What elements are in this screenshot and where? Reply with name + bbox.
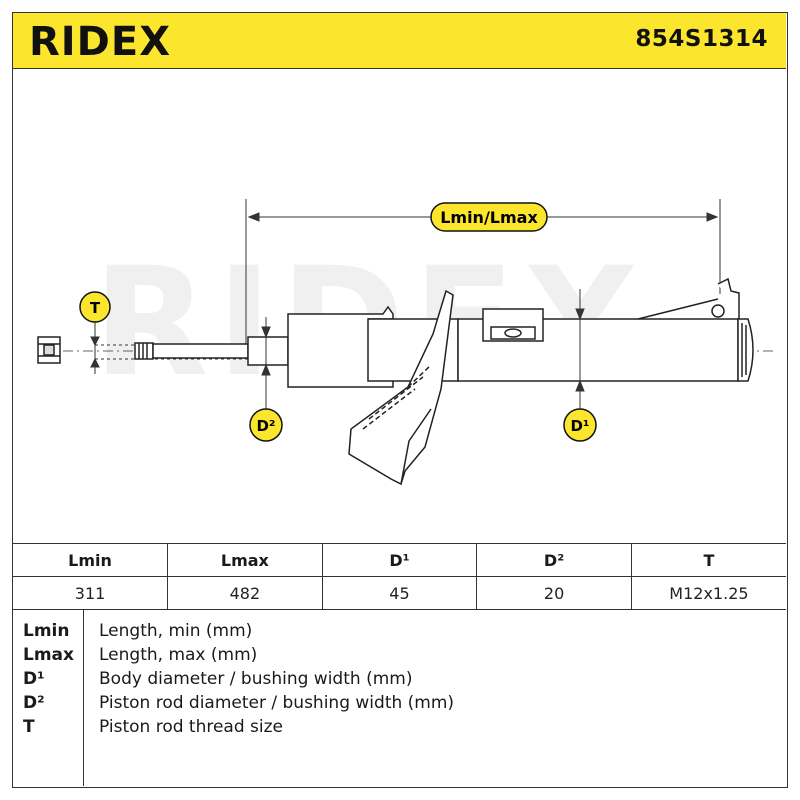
header-t: T	[630, 543, 786, 577]
value-lmin: 311	[13, 576, 169, 610]
legend-key: D¹	[23, 669, 45, 689]
value-d1: 45	[321, 576, 478, 610]
header-lmin: Lmin	[13, 543, 169, 577]
shock-absorber-drawing: RIDEX Lmin/Lmax T	[37, 199, 773, 486]
legend-item: Lmax Length, max (mm)	[13, 645, 786, 669]
nut-part	[37, 336, 61, 364]
spec-table: Lmin Lmax D¹ D² T 311 482 45 20 M12x1.25	[13, 543, 786, 610]
legend-key: D²	[23, 693, 45, 713]
legend-desc: Length, min (mm)	[99, 621, 253, 641]
legend-item: Lmin Length, min (mm)	[13, 621, 786, 645]
length-label-badge	[430, 202, 548, 232]
length-label: Lmin/Lmax	[440, 208, 538, 227]
part-number: 854S1314	[635, 26, 768, 52]
rod-diameter-badge	[249, 408, 283, 442]
thread-label: T	[90, 299, 101, 317]
value-lmax: 482	[167, 576, 323, 610]
legend: Lmin Length, min (mm) Lmax Length, max (…	[13, 609, 786, 786]
legend-key: T	[23, 717, 35, 737]
damper-body	[457, 277, 740, 382]
body-diameter-label: D¹	[570, 417, 589, 435]
legend-desc: Piston rod diameter / bushing width (mm)	[99, 693, 455, 713]
header-bar: RIDEX 854S1314	[13, 13, 786, 69]
rod-diameter-label: D²	[256, 417, 275, 435]
thread-label-badge	[79, 291, 111, 323]
product-sheet: RIDEX 854S1314 RIDEX Lmin/Lmax	[12, 12, 788, 788]
header-lmax: Lmax	[167, 543, 323, 577]
legend-key: Lmin	[23, 621, 70, 641]
spec-header-row: Lmin Lmax D¹ D² T	[13, 543, 786, 577]
spec-value-row: 311 482 45 20 M12x1.25	[13, 576, 786, 610]
brand-logo-text: RIDEX	[29, 22, 171, 60]
body-diameter-badge	[563, 408, 597, 442]
value-d2: 20	[476, 576, 632, 610]
spring-seat	[348, 289, 454, 486]
legend-item: D² Piston rod diameter / bushing width (…	[13, 693, 786, 717]
legend-desc: Body diameter / bushing width (mm)	[99, 669, 413, 689]
body-diameter-dimension	[575, 289, 585, 409]
rod-diameter-dimension	[261, 317, 271, 409]
legend-item: T Piston rod thread size	[13, 717, 786, 741]
ridex-logo: RIDEX	[29, 22, 171, 60]
end-cap	[737, 318, 754, 382]
legend-divider	[83, 609, 84, 786]
legend-item: D¹ Body diameter / bushing width (mm)	[13, 669, 786, 693]
legend-desc: Length, max (mm)	[99, 645, 258, 665]
legend-key: Lmax	[23, 645, 74, 665]
value-t: M12x1.25	[630, 576, 786, 610]
header-d2: D²	[476, 543, 632, 577]
header-d1: D¹	[321, 543, 478, 577]
legend-desc: Piston rod thread size	[99, 717, 284, 737]
